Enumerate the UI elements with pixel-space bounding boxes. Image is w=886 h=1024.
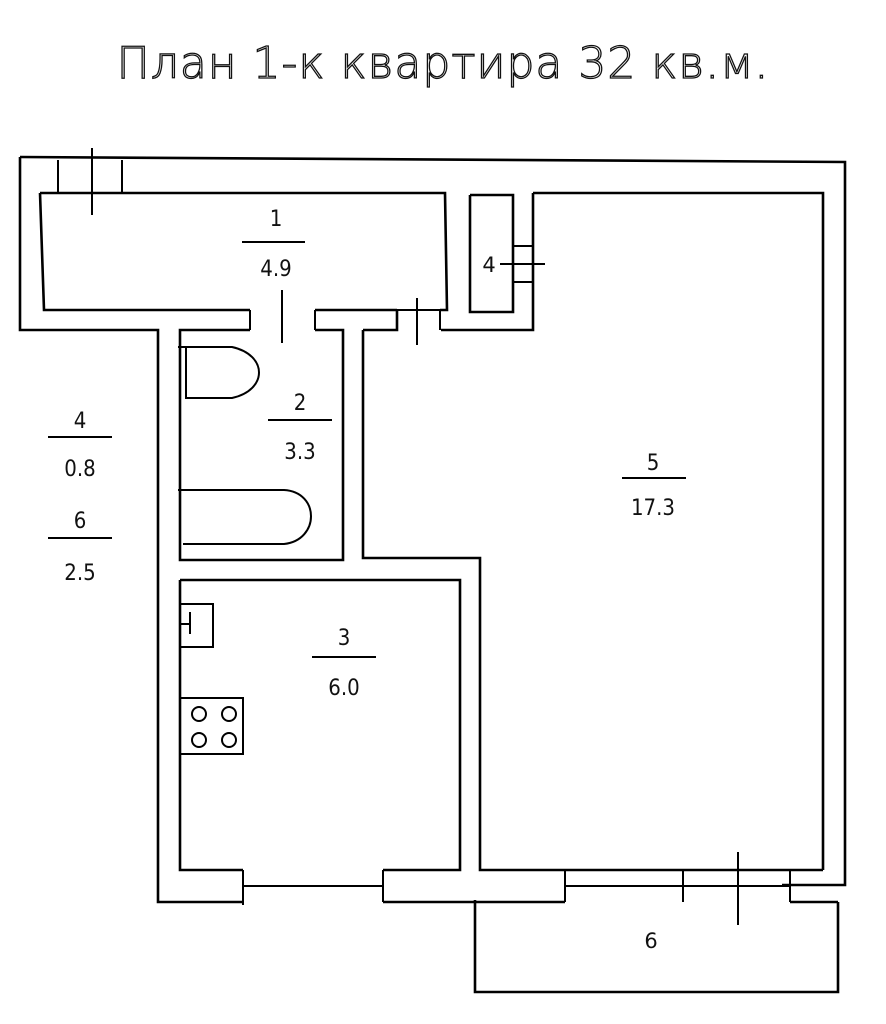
svg-text:4.9: 4.9 [260, 257, 291, 282]
balcony-label: 6 [644, 929, 657, 953]
closet [441, 191, 825, 870]
stove-icon [179, 697, 244, 755]
closet-label: 4 [482, 253, 495, 277]
room-label-5: 5 17.3 [622, 451, 686, 521]
svg-text:3.3: 3.3 [284, 440, 315, 465]
svg-text:17.3: 17.3 [631, 496, 675, 521]
room-label-4: 4 0.8 [48, 409, 112, 482]
sink-icon [179, 603, 214, 648]
outer-walls [18, 155, 847, 904]
partition-wall [361, 298, 565, 872]
svg-text:2.5: 2.5 [64, 561, 95, 586]
bathroom [178, 290, 345, 562]
svg-text:5: 5 [647, 451, 660, 476]
svg-text:0.8: 0.8 [64, 457, 95, 482]
room-label-3: 3 6.0 [312, 626, 376, 701]
toilet-icon [178, 346, 260, 399]
room-label-6: 6 2.5 [48, 509, 112, 586]
entrance-door [57, 148, 123, 215]
plan-title: План 1-к квартира 32 кв.м. [116, 37, 770, 89]
svg-text:6.0: 6.0 [328, 676, 359, 701]
svg-text:3: 3 [338, 626, 351, 651]
kitchen [178, 578, 462, 905]
balcony [473, 900, 840, 994]
hallway-walls [40, 191, 449, 312]
room-label-1: 1 4.9 [242, 207, 305, 282]
svg-text:4: 4 [74, 409, 87, 434]
svg-text:1: 1 [270, 207, 283, 232]
room5-window [564, 852, 823, 925]
svg-text:6: 6 [74, 509, 87, 534]
bathtub-icon [178, 489, 312, 545]
svg-text:2: 2 [294, 391, 307, 416]
hallway-walls-left [38, 192, 250, 312]
room-label-2: 2 3.3 [268, 391, 332, 465]
